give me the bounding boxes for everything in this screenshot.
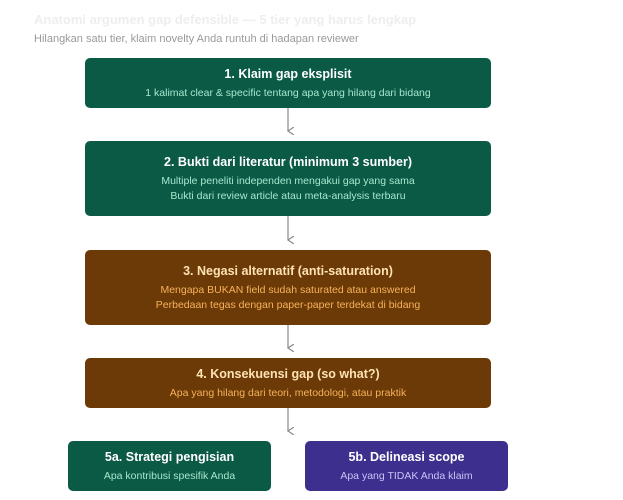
tier-5b-title: 5b. Delineasi scope bbox=[348, 449, 465, 464]
tier-2-line-1: Multiple peneliti independen mengakui ga… bbox=[161, 174, 415, 187]
page-subtitle: Hilangkan satu tier, klaim novelty Anda … bbox=[34, 33, 359, 45]
tier-3-negation-box: 3. Negasi alternatif (anti-saturation) M… bbox=[85, 250, 491, 325]
tier-2-line-2: Bukti dari review article atau meta-anal… bbox=[170, 189, 406, 202]
tier-4-title: 4. Konsekuensi gap (so what?) bbox=[196, 366, 380, 381]
tier-3-line-2: Perbedaan tegas dengan paper-paper terde… bbox=[155, 298, 421, 311]
page-title: Anatomi argumen gap defensible — 5 tier … bbox=[34, 12, 417, 27]
tier-3-line-1: Mengapa BUKAN field sudah saturated atau… bbox=[160, 283, 416, 296]
tier-4-consequence-box: 4. Konsekuensi gap (so what?) Apa yang h… bbox=[85, 358, 491, 408]
tier-5a-title: 5a. Strategi pengisian bbox=[104, 449, 235, 464]
tier-5b-line-1: Apa yang TIDAK Anda klaim bbox=[340, 469, 473, 482]
tier-3-title: 3. Negasi alternatif (anti-saturation) bbox=[183, 263, 393, 278]
tier-2-evidence-box: 2. Bukti dari literatur (minimum 3 sumbe… bbox=[85, 141, 491, 216]
tier-2-title: 2. Bukti dari literatur (minimum 3 sumbe… bbox=[164, 154, 412, 169]
tier-1-title: 1. Klaim gap eksplisit bbox=[224, 66, 352, 81]
tier-5a-strategy-box: 5a. Strategi pengisian Apa kontribusi sp… bbox=[68, 441, 271, 491]
tier-5b-scope-box: 5b. Delineasi scope Apa yang TIDAK Anda … bbox=[305, 441, 508, 491]
tier-1-line-1: 1 kalimat clear & specific tentang apa y… bbox=[145, 86, 431, 99]
tier-1-claim-box: 1. Klaim gap eksplisit 1 kalimat clear &… bbox=[85, 58, 491, 108]
tier-4-line-1: Apa yang hilang dari teori, metodologi, … bbox=[169, 386, 407, 399]
tier-5a-line-1: Apa kontribusi spesifik Anda bbox=[103, 469, 236, 482]
